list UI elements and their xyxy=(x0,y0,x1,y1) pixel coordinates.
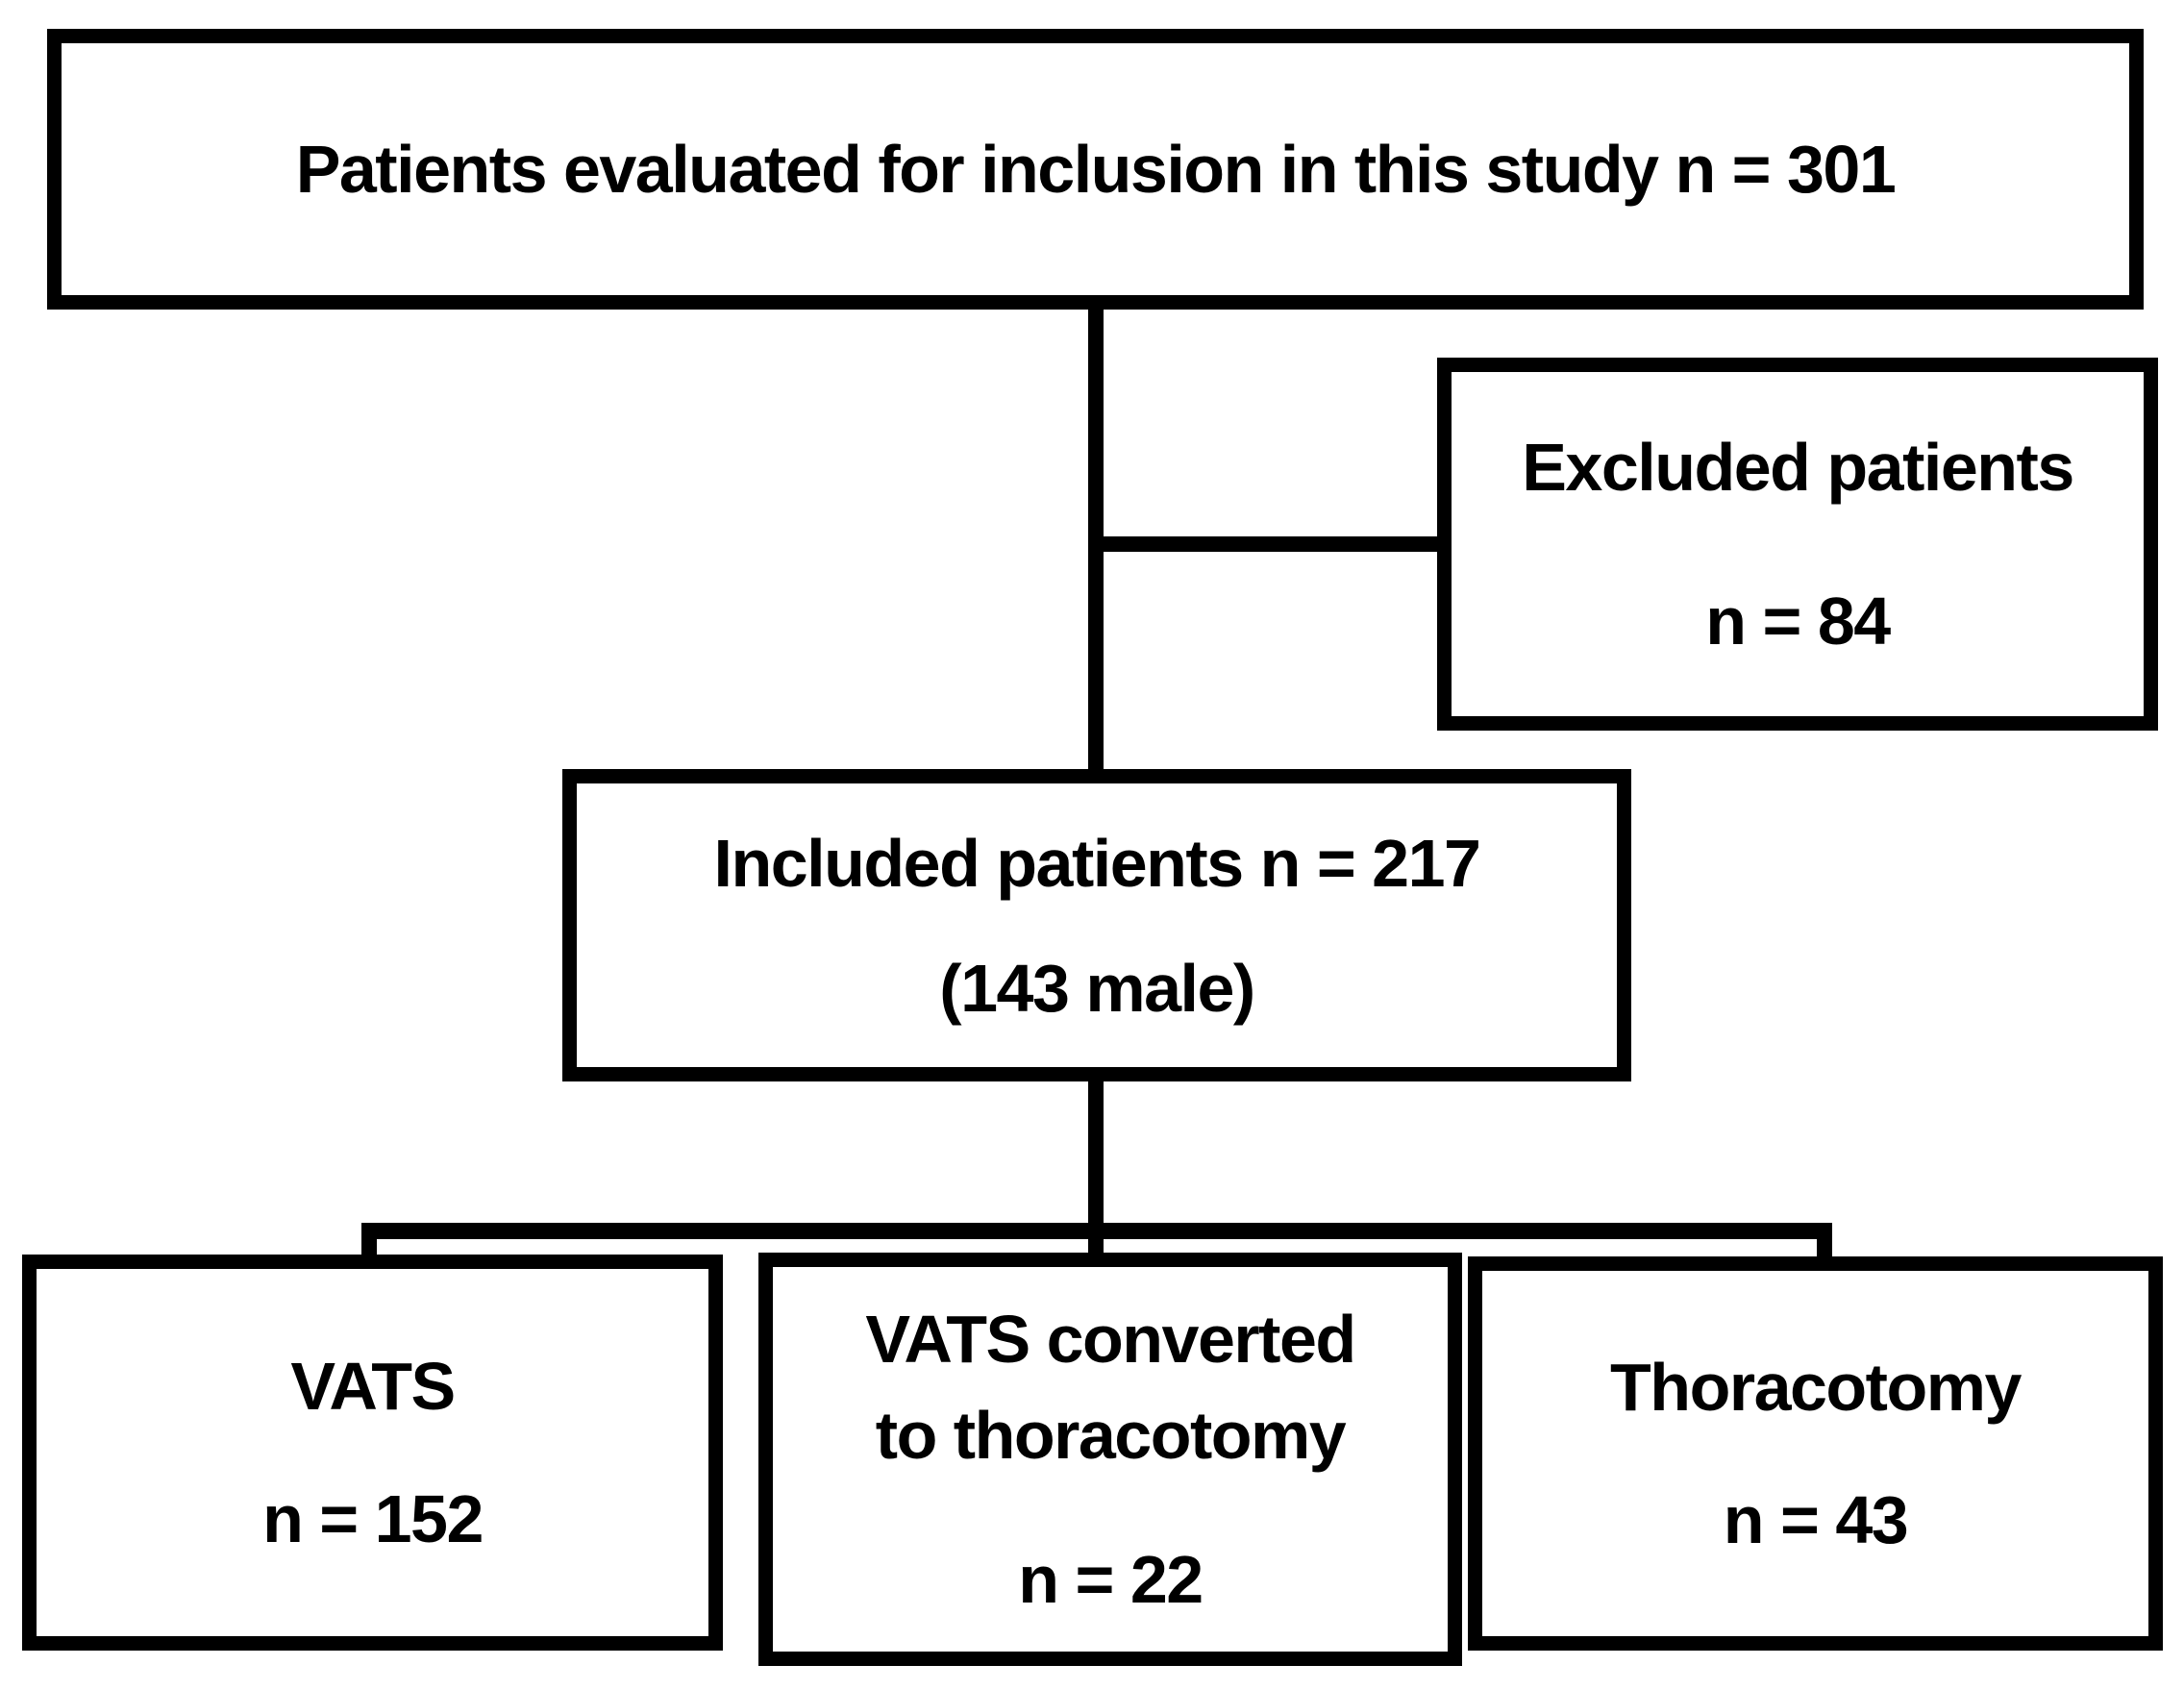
box-excluded-patients-count: n = 84 xyxy=(1705,584,1891,659)
box-vats-count: n = 152 xyxy=(262,1481,484,1556)
box-patients-evaluated-label: Patients evaluated for inclusion in this… xyxy=(295,132,1897,207)
box-excluded-patients: Excluded patients n = 84 xyxy=(1437,358,2158,731)
box-included-patients-label: Included patients n = 217 xyxy=(713,825,1481,901)
connector-branch-to-excluded xyxy=(1088,536,1452,552)
box-vats-label: VATS xyxy=(290,1349,456,1424)
connector-included-to-bar xyxy=(1088,1075,1104,1236)
box-vats-converted-label-line1: VATS converted xyxy=(865,1302,1356,1377)
box-vats-converted: VATS converted to thoracotomy n = 22 xyxy=(758,1253,1462,1666)
box-thoracotomy-count: n = 43 xyxy=(1723,1482,1909,1557)
box-excluded-patients-label: Excluded patients xyxy=(1522,430,2074,505)
box-vats-converted-label-line2: to thoracotomy xyxy=(875,1398,1347,1473)
box-thoracotomy-label: Thoracotomy xyxy=(1610,1350,2022,1425)
box-included-patients-male-count: (143 male) xyxy=(939,950,1255,1026)
connector-stub-thoracotomy xyxy=(1817,1223,1832,1266)
box-patients-evaluated: Patients evaluated for inclusion in this… xyxy=(47,29,2144,310)
box-included-patients: Included patients n = 217 (143 male) xyxy=(562,769,1631,1081)
box-vats-converted-count: n = 22 xyxy=(1018,1542,1204,1617)
box-vats: VATS n = 152 xyxy=(22,1255,723,1651)
box-thoracotomy: Thoracotomy n = 43 xyxy=(1468,1256,2163,1651)
